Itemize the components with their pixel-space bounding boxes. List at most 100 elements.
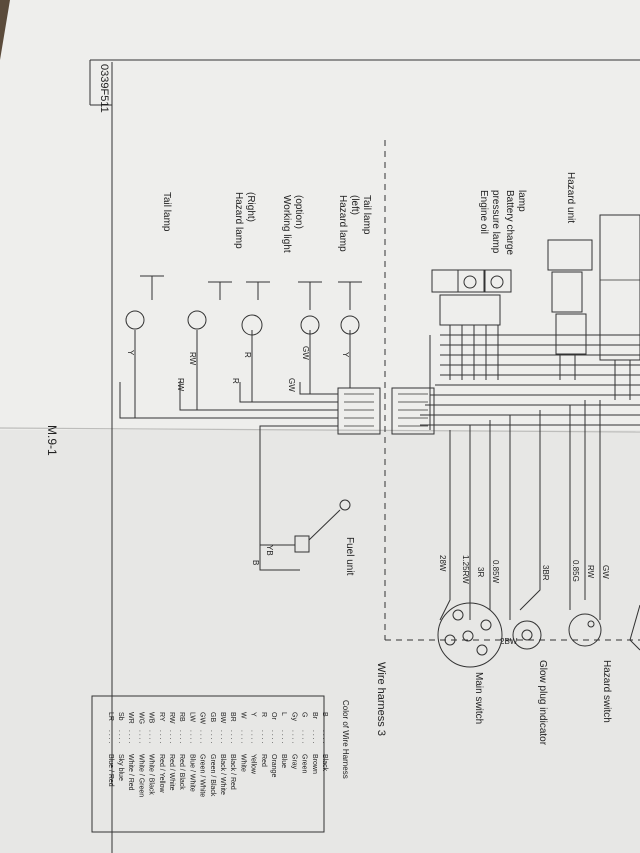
label-tail-lamp-top: Tail lamp — [361, 195, 372, 235]
legend-row: RW. . . .Red / White — [168, 712, 175, 791]
label-battery-charge-lamp: Battery charge lamp — [504, 190, 527, 255]
legend-color-name: Sky blue — [117, 754, 124, 781]
legend-dots: . . . . — [311, 730, 318, 744]
legend-color-name: Red / Black — [178, 754, 185, 790]
legend-color-name: Black / White — [219, 754, 226, 795]
harness-title: Wire harness 3 — [375, 662, 387, 736]
color-legend-title: Color of Wire Harness — [341, 700, 350, 779]
hazard-lamp-left-symbol — [300, 315, 320, 335]
legend-dots: . . . . — [127, 730, 134, 744]
legend-dots: . . . . — [229, 730, 236, 744]
legend-dots: . . . . — [280, 730, 287, 744]
legend-row: RY. . . .Red / Yellow — [158, 712, 165, 793]
label-main-switch: Main switch — [473, 672, 484, 724]
legend-row: Or. . . .Orange — [270, 712, 277, 777]
legend-color-name: Green / Black — [209, 754, 216, 797]
hazard-unit-connector-2 — [555, 313, 587, 355]
battery-lamp-housing — [484, 269, 512, 293]
svg-text:0.85W: 0.85W — [491, 560, 500, 584]
legend-dots: . . . . — [301, 730, 308, 744]
svg-text:Battery charge: Battery charge — [504, 190, 515, 255]
svg-text:(left): (left) — [349, 195, 360, 215]
legend-color-name: White — [239, 754, 246, 772]
legend-dots: . . . . — [199, 730, 206, 744]
doc-number: 0339F511 — [98, 64, 110, 113]
svg-text:Y: Y — [341, 352, 350, 358]
legend-dots: . . . . — [239, 730, 246, 744]
svg-text:YB: YB — [265, 545, 274, 556]
page-ref: M.9-1 — [45, 425, 59, 456]
legend-row: BR . . . . Black / Red — [229, 712, 236, 790]
hazard-unit-box — [547, 239, 593, 271]
glow-plug-indicator-core — [521, 629, 533, 641]
legend-color-name: White / Green — [137, 754, 144, 797]
legend-row: R. . . .Red — [260, 712, 267, 767]
legend-row: Sb. . . .Sky blue — [117, 712, 124, 781]
svg-text:RW: RW — [188, 352, 197, 366]
glow-plug-indicator-symbol — [512, 620, 542, 650]
legend-color-name: Green / White — [199, 754, 206, 797]
legend-dots: . . . . — [321, 730, 328, 744]
legend-row: W . . . . White — [239, 712, 246, 772]
legend-dots: . . . . — [158, 730, 165, 744]
legend-code: BW — [219, 712, 226, 724]
legend-color-name: Black / Red — [229, 754, 236, 790]
legend-code: Gy — [290, 712, 297, 721]
legend-dots: . . . . — [209, 730, 216, 744]
svg-text:Hazard lamp: Hazard lamp — [233, 192, 244, 249]
legend-color-name: Red / White — [168, 754, 175, 791]
legend-color-name: Orange — [270, 754, 277, 777]
hazard-unit-connector — [551, 271, 583, 313]
svg-text:0339F511: 0339F511 — [98, 64, 110, 113]
legend-color-name: Green — [301, 754, 308, 774]
legend-code: WR — [127, 712, 134, 724]
legend-color-name: Brown — [311, 754, 318, 774]
lamp-connector-block — [439, 294, 501, 326]
label-engine-oil-lamp: Engine oil pressure lamp — [478, 190, 501, 254]
hazard-switch-symbol — [568, 613, 602, 647]
legend-row: WB. . . .White / Black — [148, 712, 155, 795]
svg-text:(Right): (Right) — [245, 192, 256, 222]
connector-pins — [344, 393, 428, 427]
legend-color-name: White / Red — [127, 754, 134, 791]
svg-text:lamp: lamp — [516, 190, 527, 212]
legend-color-name: Gray — [290, 754, 297, 770]
legend-code: RY — [158, 712, 165, 722]
legend-color-name: Blue / Red — [107, 754, 114, 787]
fuel-unit-symbol — [260, 499, 351, 553]
legend-code: Br — [311, 712, 318, 720]
legend-code: W — [239, 712, 246, 719]
legend-color-name: Black — [321, 754, 328, 772]
legend-row: RB. . . .Red / Black — [178, 712, 185, 790]
legend-row: Br . . . . Brown — [311, 712, 318, 774]
oil-lamp-bulb — [463, 275, 477, 289]
legend-color-name: White / Black — [148, 754, 155, 795]
svg-text:pressure lamp: pressure lamp — [490, 190, 501, 254]
label-fuel-unit: Fuel unit — [344, 537, 355, 576]
legend-color-name: Blue — [280, 754, 287, 768]
edge-symbol-partial — [629, 604, 640, 651]
svg-text:Engine oil: Engine oil — [478, 190, 489, 234]
legend-dots: . . . . — [290, 730, 297, 744]
lamp-wires — [119, 330, 351, 571]
legend-dots: . . . . — [137, 730, 144, 744]
label-glow-plug-indicator: Glow plug indicator — [537, 660, 548, 746]
svg-text:Y: Y — [126, 350, 135, 356]
paper-fold-line — [0, 427, 640, 433]
legend-dots: . . . . — [107, 730, 114, 744]
wire-label-group: Y GW GW R R RW RW Y YB B — [126, 346, 350, 565]
svg-text:GW: GW — [301, 346, 310, 360]
svg-text:2BW: 2BW — [500, 637, 518, 646]
switch-wire-labels: GW RW 0.85G 3BR 0.85W 3R 1.25RW 28W 2BW — [438, 555, 610, 646]
legend-code: BR — [229, 712, 236, 722]
svg-text:Tail lamp: Tail lamp — [361, 195, 372, 235]
legend-dots: . . . . — [260, 730, 267, 744]
legend-code: LR — [107, 712, 114, 721]
svg-text:Working light: Working light — [281, 195, 292, 253]
harness-bundle — [420, 325, 640, 430]
legend-code: WB — [148, 712, 155, 724]
legend-code: B — [321, 712, 328, 717]
svg-text:Color of Wire Harness: Color of Wire Harness — [341, 700, 350, 779]
